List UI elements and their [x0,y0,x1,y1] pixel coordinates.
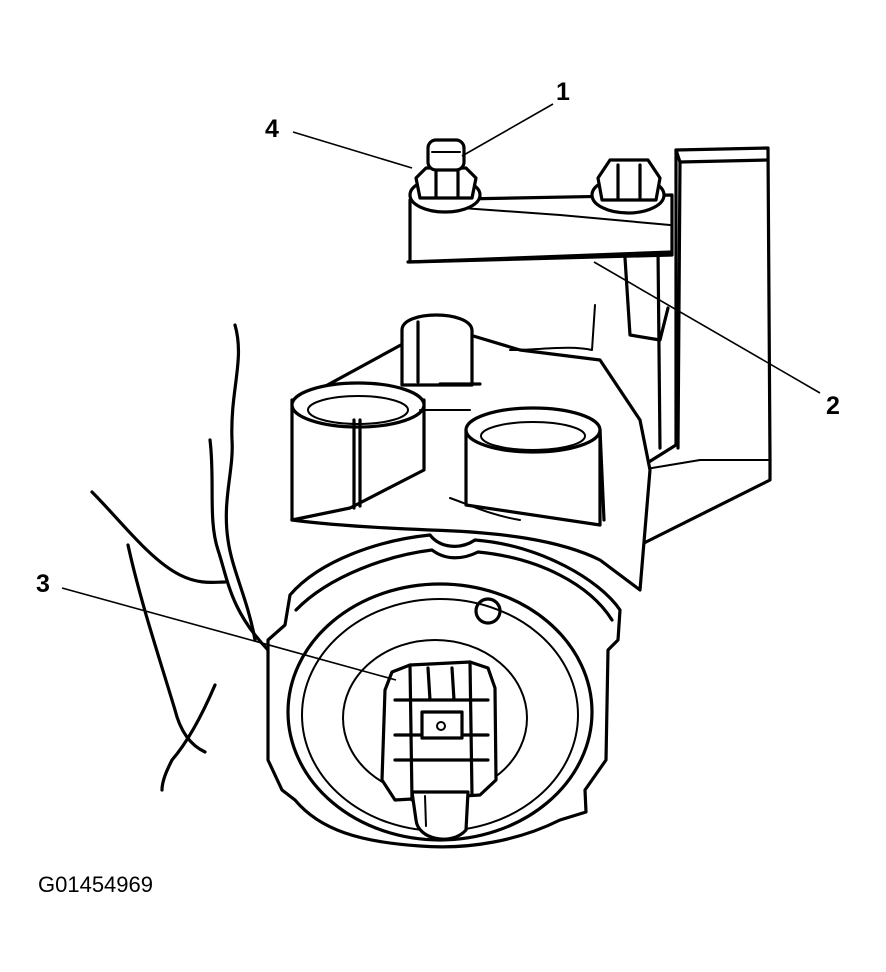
callout-label-4: 4 [265,115,279,143]
bolt-2 [590,158,666,215]
engine-outline [90,323,572,832]
callout-label-3: 3 [36,570,50,598]
callout-label-1: 1 [556,78,570,106]
callout-label-2: 2 [826,392,840,420]
leader-line-3 [61,587,397,681]
mounting-bracket [634,146,772,547]
leader-line-1 [461,103,554,157]
leader-lines [61,103,821,681]
figure-id: G01454969 [38,872,153,897]
leader-line-2 [593,261,821,394]
pump-body [290,304,652,592]
pump-shaft [380,660,498,841]
leader-line-4 [292,131,413,169]
bolt-1 [408,138,482,214]
